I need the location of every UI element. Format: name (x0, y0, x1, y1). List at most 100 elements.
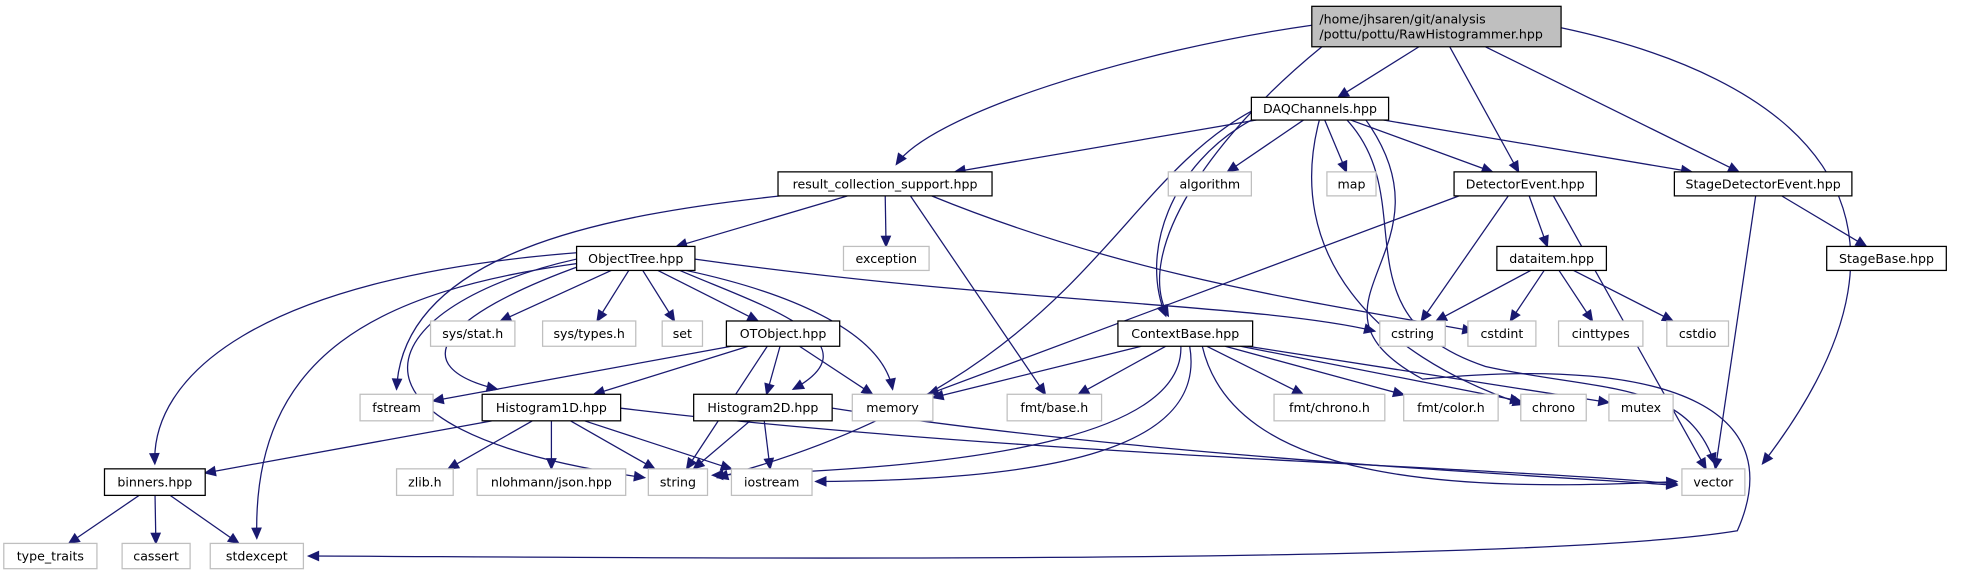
edge-line (1156, 119, 1252, 317)
edge-daq-to-algorithm (1226, 119, 1304, 173)
arrowhead (860, 383, 874, 396)
node-label: cstdint (1480, 326, 1523, 341)
node-box (1379, 320, 1446, 347)
node-box (1826, 245, 1947, 272)
node-hist2d[interactable]: Histogram2D.hpp (693, 393, 833, 422)
node-ctxbase[interactable]: ContextBase.hpp (1117, 320, 1254, 347)
node-box (1326, 171, 1377, 197)
node-stagebase[interactable]: StageBase.hpp (1826, 245, 1947, 272)
arrowhead (791, 379, 806, 390)
edge-line (717, 110, 1252, 479)
edge-root-to-daq (1336, 46, 1420, 99)
node-stagedet[interactable]: StageDetectorEvent.hpp (1673, 171, 1853, 197)
node-box (851, 393, 934, 422)
node-box (103, 468, 206, 497)
node-box (1681, 468, 1746, 497)
edge-line (500, 269, 612, 322)
node-stdexcept: stdexcept (209, 542, 305, 570)
edge-line (68, 494, 140, 544)
arrowhead (710, 469, 724, 481)
node-label: binners.hpp (117, 475, 192, 490)
node-box (1403, 393, 1499, 422)
edge-line (584, 420, 732, 470)
edge-objtree-to-cstring (694, 258, 1377, 334)
node-box (359, 393, 434, 422)
node-label: cstdio (1679, 326, 1717, 341)
node-mutex: mutex (1608, 393, 1674, 422)
edge-ctxbase-to-chrono (1240, 345, 1523, 405)
arrowhead (1336, 87, 1351, 99)
edge-ctxbase-to-string (710, 346, 1182, 481)
arrowhead (499, 311, 513, 322)
arrowhead (880, 235, 892, 249)
edge-hist1d-to-iostream (584, 420, 733, 471)
node-label: zlib.h (408, 475, 442, 490)
edge-ctxbase-to-fmtchrono (1206, 345, 1305, 395)
node-vector: vector (1681, 468, 1746, 497)
node-label: /home/jhsaren/git/analysis (1319, 11, 1485, 26)
arrowhead (1581, 309, 1594, 323)
nodes-layer: /home/jhsaren/git/analysis/pottu/pottu/R… (3, 5, 1947, 570)
edge-otobject-to-memory (799, 345, 874, 396)
node-label: type_traits (17, 548, 84, 563)
node-label: fmt/color.h (1417, 400, 1485, 415)
node-objtree[interactable]: ObjectTree.hpp (575, 245, 696, 272)
edge-ctxbase-to-mutex (1247, 345, 1611, 407)
edge-daq-to-rcs (953, 119, 1257, 176)
node-label: fmt/base.h (1020, 400, 1088, 415)
edge-line (932, 345, 1142, 399)
edge-objtree-to-string (407, 258, 647, 482)
edge-binners-to-cassert (150, 495, 162, 545)
node-box (1666, 320, 1730, 347)
edge-line (432, 345, 732, 402)
edge-rcs-to-fmtbase (909, 195, 1047, 396)
node-fmtchrono: fmt/chrono.h (1273, 393, 1386, 422)
edge-objtree-to-memory (685, 269, 896, 391)
edge-line (1485, 46, 1740, 173)
arrowhead (1034, 382, 1047, 396)
node-daq[interactable]: DAQChannels.hpp (1250, 96, 1390, 121)
arrowhead (150, 532, 162, 545)
arrowhead (931, 389, 945, 401)
arrowhead (1509, 309, 1521, 323)
node-hist1d[interactable]: Histogram1D.hpp (481, 393, 622, 422)
node-box (1673, 171, 1853, 197)
edge-dataitem-to-cinttypes (1558, 270, 1594, 323)
node-root[interactable]: /home/jhsaren/git/analysis/pottu/pottu/R… (1311, 5, 1562, 48)
edge-line (169, 494, 240, 544)
node-label: exception (856, 251, 918, 266)
node-label: string (660, 475, 696, 490)
edge-line (909, 195, 1046, 395)
edge-line (395, 195, 781, 390)
node-label: set (673, 326, 692, 341)
node-binners[interactable]: binners.hpp (103, 468, 206, 497)
node-detev[interactable]: DetectorEvent.hpp (1453, 171, 1597, 197)
arrowhead (642, 458, 657, 470)
node-fstream: fstream (359, 393, 434, 422)
edge-line (256, 262, 582, 539)
arrowhead (764, 382, 775, 396)
edge-line (154, 252, 577, 464)
edge-hist2d-to-iostream (763, 420, 775, 471)
arrowhead (1363, 323, 1377, 334)
node-otobject[interactable]: OTObject.hpp (725, 320, 841, 347)
arrowhead (895, 152, 907, 166)
node-label: mutex (1621, 400, 1662, 415)
edge-line (1420, 195, 1509, 322)
edge-daq-to-stdexcept (306, 119, 1751, 562)
node-label: sys/stat.h (442, 326, 503, 341)
edge-objtree-to-binners (149, 252, 577, 466)
node-label: OTObject.hpp (740, 326, 827, 341)
node-rcs[interactable]: result_collection_support.hpp (777, 171, 993, 197)
node-label: cstring (1391, 326, 1434, 341)
edge-objtree-to-set (642, 270, 676, 323)
node-box (1167, 171, 1253, 197)
node-label: iostream (744, 475, 799, 490)
edge-ctxbase-to-iostream (814, 346, 1192, 487)
node-box (661, 320, 704, 347)
node-box (476, 468, 627, 497)
node-fmtbase: fmt/base.h (1006, 393, 1103, 422)
node-label: StageDetectorEvent.hpp (1686, 176, 1841, 191)
edge-root-to-vector (1560, 27, 1852, 466)
node-dataitem[interactable]: dataitem.hpp (1496, 245, 1608, 272)
